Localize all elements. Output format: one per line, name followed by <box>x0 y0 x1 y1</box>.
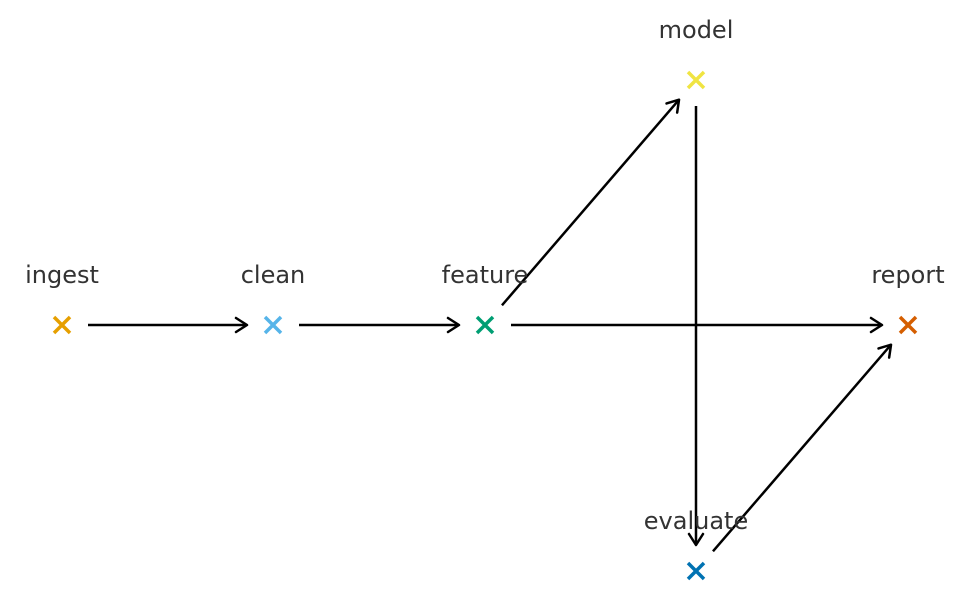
arrowhead-icon <box>446 316 461 334</box>
node-report: report <box>871 261 945 335</box>
x-icon <box>686 561 706 581</box>
node-clean: clean <box>241 261 306 335</box>
node-label: evaluate <box>644 507 748 535</box>
node-label: feature <box>442 261 529 289</box>
arrowhead-icon <box>665 98 681 114</box>
nodes: ingest clean feature model evaluate report <box>25 16 945 581</box>
node-model: model <box>659 16 734 90</box>
node-evaluate: evaluate <box>644 507 748 581</box>
edge-clean-to-feature <box>299 316 461 334</box>
edge-line <box>501 98 680 307</box>
edge-line <box>712 343 892 553</box>
edge-evaluate-to-report <box>712 343 893 553</box>
x-icon <box>52 315 72 335</box>
edge-feature-to-model <box>501 98 681 307</box>
x-icon <box>686 70 706 90</box>
arrowhead-icon <box>234 316 249 334</box>
x-icon <box>263 315 283 335</box>
node-label: report <box>871 261 944 289</box>
node-feature: feature <box>442 261 529 335</box>
edge-ingest-to-clean <box>88 316 249 334</box>
node-label: ingest <box>25 261 99 289</box>
arrowhead-icon <box>687 532 705 547</box>
arrowhead-icon <box>869 316 884 334</box>
node-label: clean <box>241 261 306 289</box>
x-icon <box>898 315 918 335</box>
edges <box>88 98 893 553</box>
node-label: model <box>659 16 734 44</box>
node-ingest: ingest <box>25 261 99 335</box>
edge-model-to-evaluate <box>687 106 705 547</box>
arrowhead-icon <box>877 343 893 359</box>
x-icon <box>475 315 495 335</box>
